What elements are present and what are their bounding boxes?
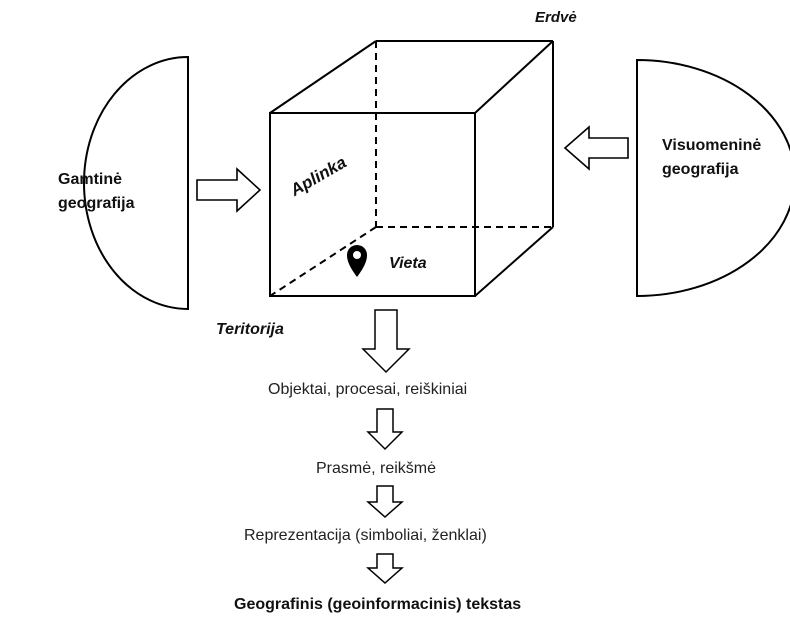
cube-front-face bbox=[269, 112, 476, 297]
territory-label: Teritorija bbox=[216, 321, 284, 338]
flow-final-text: Geografinis (geoinformacinis) tekstas bbox=[234, 596, 522, 613]
physical-geography-shape bbox=[83, 55, 189, 311]
cube-edge bbox=[474, 40, 554, 114]
cube-edge bbox=[269, 40, 377, 114]
cube bbox=[269, 40, 554, 297]
social-geography-line1: Visuomeninė bbox=[662, 137, 762, 154]
cube-hidden-edge bbox=[269, 226, 377, 297]
flow-step-objects: Objektai, procesai, reiškiniai bbox=[268, 381, 468, 398]
place-label: Vieta bbox=[389, 255, 427, 272]
arrow-down-icon bbox=[366, 408, 404, 451]
arrow-down-icon bbox=[361, 309, 411, 374]
physical-geography-label: Gamtinė geografija bbox=[58, 168, 134, 216]
flow-step-meaning: Prasmė, reikšmė bbox=[316, 460, 437, 477]
arrow-down-icon bbox=[366, 485, 404, 519]
social-geography-line2: geografija bbox=[662, 161, 739, 178]
space-label: Erdvė bbox=[535, 9, 577, 26]
flow-step-representation: Reprezentacija (simboliai, ženklai) bbox=[244, 527, 487, 544]
arrow-left-icon bbox=[563, 125, 629, 171]
social-geography-label: Visuomeninė geografija bbox=[662, 134, 761, 182]
physical-geography-line2: geografija bbox=[58, 195, 135, 212]
physical-geography-line1: Gamtinė bbox=[58, 171, 123, 188]
arrow-down-icon bbox=[366, 553, 404, 585]
map-pin-icon bbox=[347, 245, 367, 277]
arrow-right-icon bbox=[196, 167, 262, 213]
cube-edge bbox=[474, 226, 554, 297]
social-geography-shape bbox=[636, 58, 790, 298]
